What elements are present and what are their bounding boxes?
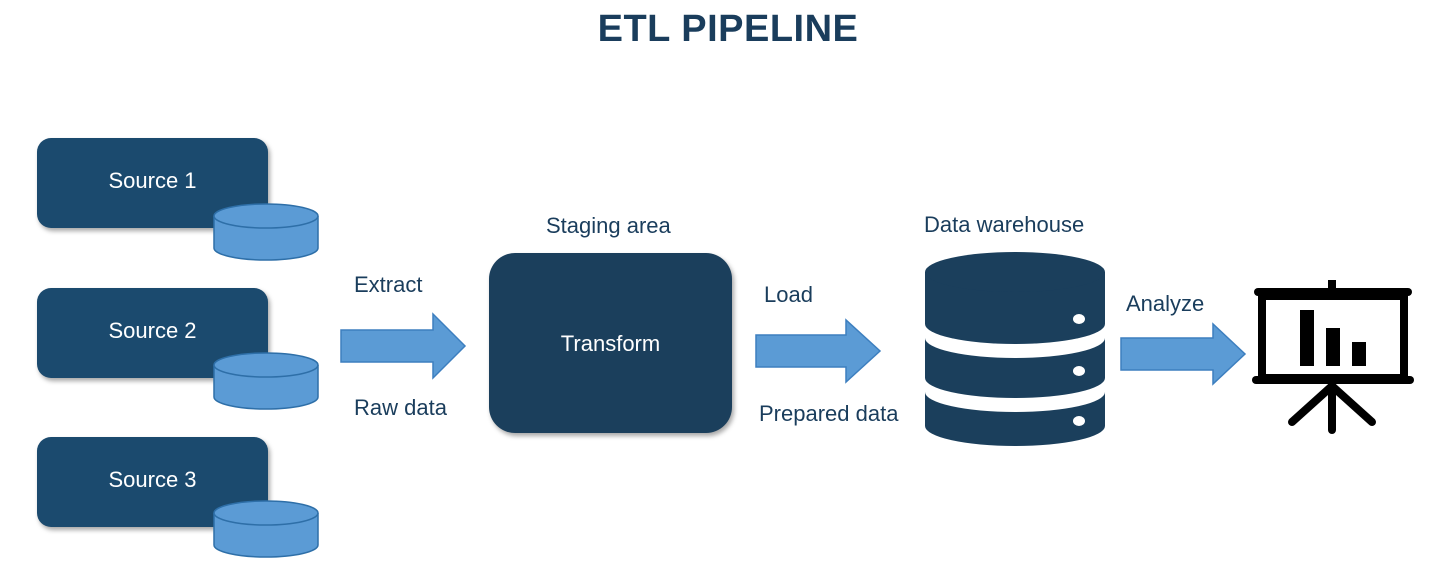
database-cylinder-icon	[213, 203, 319, 261]
diagram-title: ETL PIPELINE	[597, 8, 859, 50]
raw-data-label: Raw data	[354, 395, 447, 420]
analyze-label: Analyze	[1126, 291, 1205, 316]
source-1-box: Source 1	[37, 138, 268, 228]
transform-label: Transform	[560, 331, 661, 356]
database-cylinder-icon	[213, 500, 319, 558]
source-2-label: Source 2	[108, 318, 197, 343]
data-warehouse-icon	[925, 252, 1105, 446]
extract-label: Extract	[354, 272, 423, 297]
source-3-label: Source 3	[108, 467, 197, 492]
presentation-board-icon	[1252, 280, 1414, 434]
load-label: Load	[764, 282, 813, 307]
source-1-label: Source 1	[108, 168, 197, 193]
transform-box: Transform	[489, 253, 732, 433]
prepared-data-label: Prepared data	[759, 401, 899, 426]
extract-arrow-icon	[340, 312, 467, 380]
database-cylinder-icon	[213, 352, 319, 410]
analyze-arrow-icon	[1120, 322, 1247, 386]
data-warehouse-label: Data warehouse	[924, 212, 1085, 237]
staging-area-label: Staging area	[546, 213, 671, 238]
load-arrow-icon	[755, 318, 882, 384]
